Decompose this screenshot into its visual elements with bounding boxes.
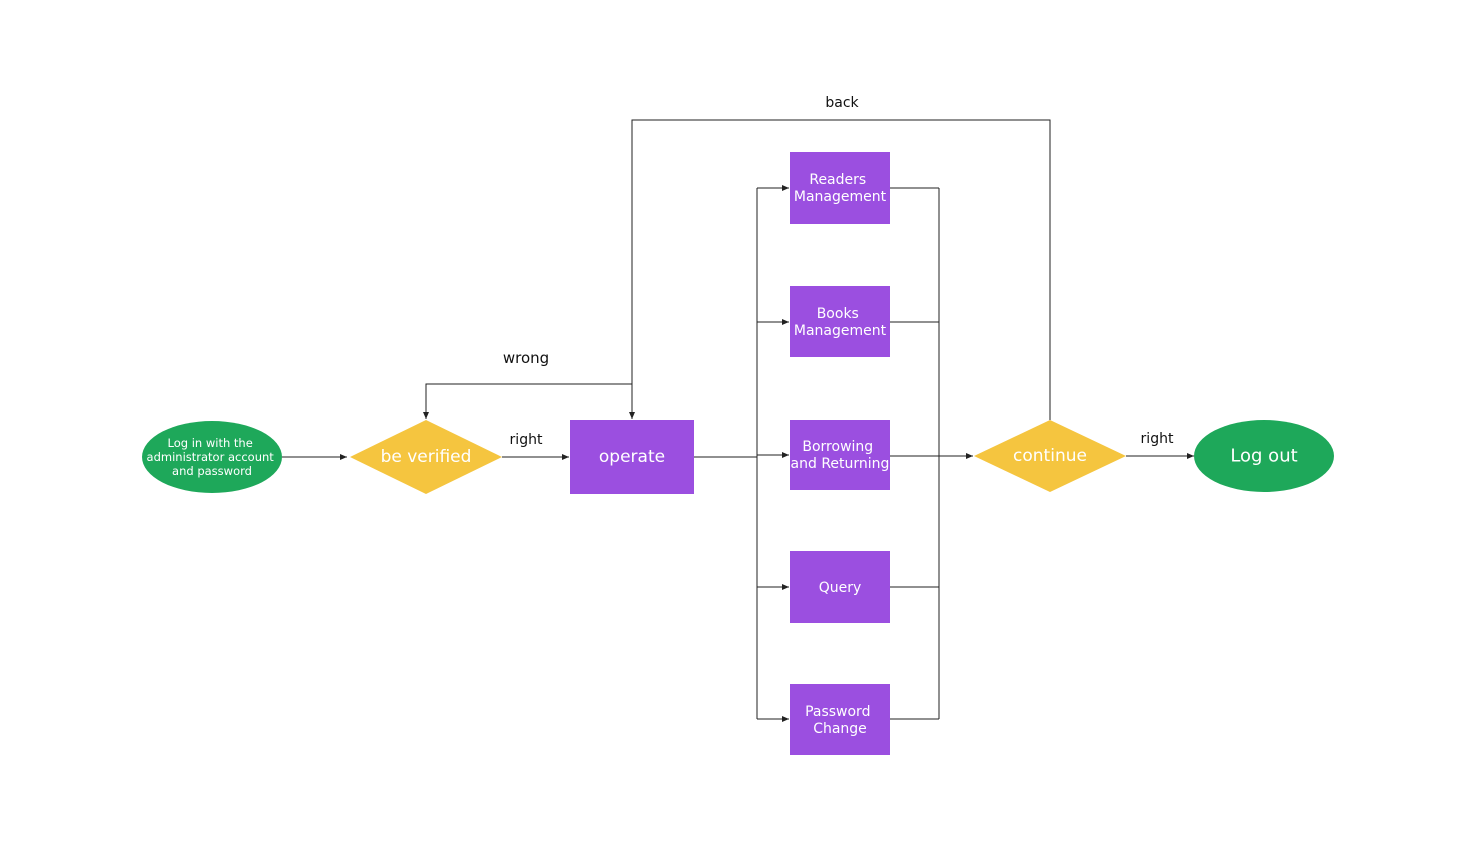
readers-shape	[790, 152, 890, 224]
operate-shape	[570, 420, 694, 494]
node-borrowing: Borrowing and Returning	[790, 420, 890, 490]
login-shape	[142, 421, 282, 493]
node-books: Books Management	[790, 286, 890, 357]
password-text: Password Change	[805, 704, 875, 737]
node-continue: continue	[974, 420, 1126, 492]
books-text: Books Management	[794, 306, 887, 339]
label-right-verify: right	[510, 432, 543, 448]
readers-text: Readers Management	[794, 172, 887, 205]
edge-wrong-loop	[423, 383, 632, 419]
edge-back-loop	[629, 119, 1051, 420]
label-right-continue: right	[1141, 431, 1174, 447]
node-query: Query	[790, 551, 890, 623]
borrowing-text: Borrowing and Returning	[791, 439, 890, 472]
node-readers: Readers Management	[790, 152, 890, 224]
logout-text: Log out	[1230, 446, 1297, 467]
verify-shape	[350, 420, 502, 494]
verify-text: be verified	[381, 447, 472, 467]
query-shape	[790, 551, 890, 623]
node-logout: Log out	[1194, 420, 1334, 492]
node-password: Password Change	[790, 684, 890, 755]
borrowing-shape	[790, 420, 890, 490]
operate-text: operate	[599, 447, 665, 467]
query-text: Query	[819, 580, 862, 596]
login-text: Log in with the administrator account an…	[147, 436, 278, 478]
node-login: Log in with the administrator account an…	[142, 421, 282, 493]
continue-shape	[974, 420, 1126, 492]
books-shape	[790, 286, 890, 357]
node-operate: operate	[570, 420, 694, 494]
continue-text: continue	[1013, 446, 1087, 466]
password-shape	[790, 684, 890, 755]
logout-shape	[1194, 420, 1334, 492]
node-verify: be verified	[350, 420, 502, 494]
edges	[282, 119, 1194, 722]
label-wrong: wrong	[503, 349, 549, 367]
label-back: back	[825, 95, 859, 111]
